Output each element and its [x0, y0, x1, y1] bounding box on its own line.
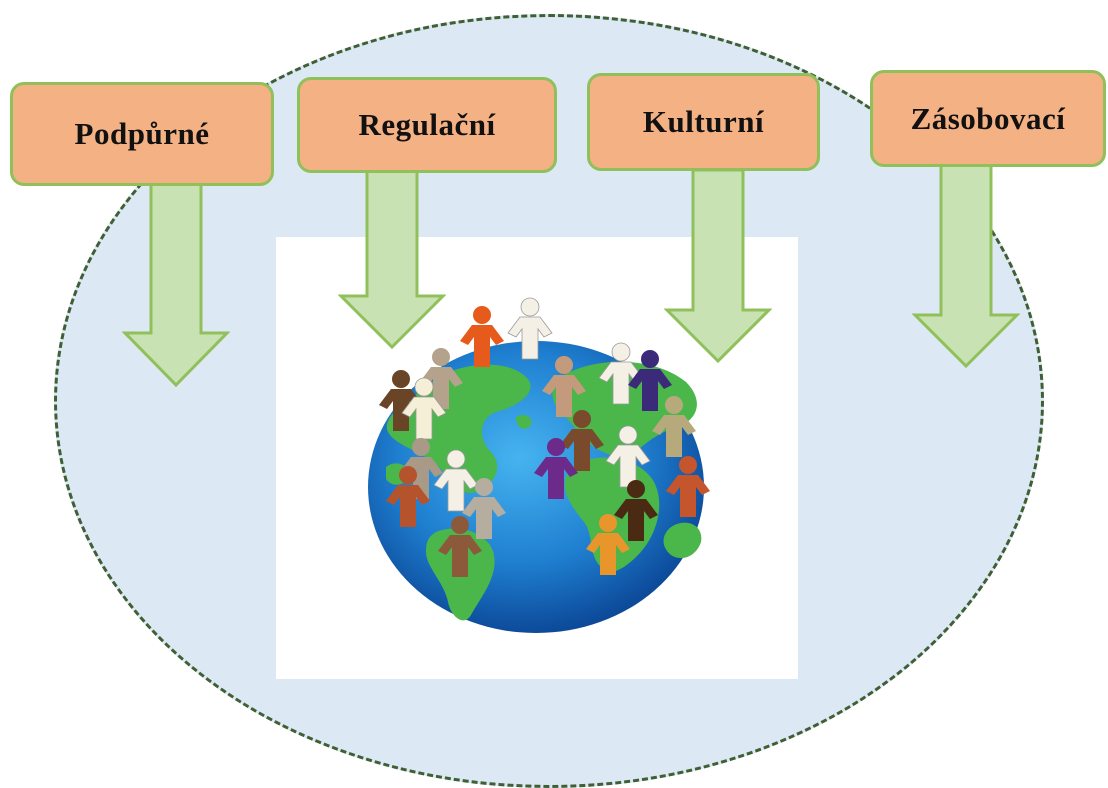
- service-box-podpurne: Podpůrné: [10, 82, 274, 186]
- service-box-kulturni: Kulturní: [587, 73, 820, 171]
- person-figure: [401, 377, 447, 440]
- arrow-down-icon: [912, 163, 1020, 369]
- globe-with-people-icon: [368, 297, 710, 633]
- person-figure: [605, 425, 651, 488]
- service-label: Podpůrné: [74, 116, 210, 151]
- person-figure: [460, 306, 504, 367]
- person-figure: [666, 456, 710, 517]
- person-figure: [419, 348, 463, 409]
- person-figure: [534, 438, 578, 499]
- arrow-down-icon: [664, 168, 772, 364]
- person-figure: [462, 478, 506, 539]
- person-figure: [598, 342, 644, 405]
- person-figure: [386, 466, 430, 527]
- person-figure: [652, 396, 696, 457]
- service-label: Regulační: [358, 107, 496, 142]
- person-figure: [560, 410, 604, 471]
- globe-land-australia: [663, 522, 702, 559]
- service-box-regulacni: Regulační: [297, 77, 557, 173]
- person-figure: [614, 480, 658, 541]
- person-figure: [507, 297, 553, 360]
- people-figures: [379, 297, 710, 577]
- arrow-down-icon: [338, 168, 446, 350]
- service-label: Kulturní: [642, 104, 765, 139]
- arrow-down-icon: [122, 178, 230, 388]
- person-figure: [586, 514, 630, 575]
- person-figure: [438, 516, 482, 577]
- person-figure: [628, 350, 672, 411]
- service-box-zasobovaci: Zásobovací: [870, 70, 1106, 167]
- service-label: Zásobovací: [910, 100, 1066, 136]
- person-figure: [542, 356, 586, 417]
